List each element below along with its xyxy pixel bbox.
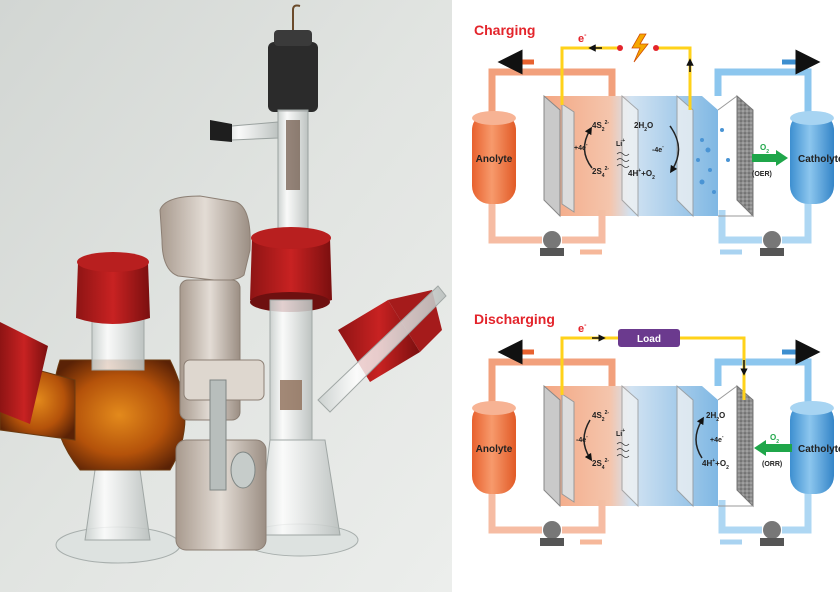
anolyte-pump — [540, 521, 564, 546]
cathode-reaction-arrow — [695, 416, 704, 459]
flow-cell — [543, 384, 754, 508]
ion-label: Li+ — [616, 138, 625, 148]
reference-electrode — [210, 4, 318, 231]
flow-battery-diagrams: Charging Anolyte Catholyte — [472, 22, 840, 546]
anolyte-pump — [540, 231, 564, 256]
flow-cell — [543, 94, 754, 218]
cell-clamp — [159, 195, 267, 551]
catholyte-pump — [760, 521, 784, 546]
cathode-electrons: +4e- — [710, 434, 724, 444]
load-label: Load — [637, 334, 661, 345]
anode-product: 2S42- — [592, 458, 609, 471]
anode-electrons: +4e- — [574, 142, 588, 152]
anode-electrons: -4e- — [576, 434, 588, 444]
anode-reactant: 4S22- — [592, 410, 609, 423]
discharging-title: Discharging — [474, 311, 555, 327]
cathode-reactant: 2H2O — [706, 411, 725, 423]
cathode-product: 4H++O2 — [628, 168, 655, 181]
anolyte-label: Anolyte — [476, 444, 513, 455]
charging-panel: Charging Anolyte Catholyte — [472, 22, 840, 256]
electron-label: e- — [578, 32, 587, 45]
anode-product: 2S42- — [592, 166, 609, 179]
oxygen-label: O2 — [760, 143, 769, 155]
cathode-reaction-arrow — [669, 125, 680, 174]
red-screw-cap — [76, 252, 150, 324]
red-screw-cap — [250, 227, 332, 312]
ion-label: Li+ — [616, 428, 625, 438]
catholyte-pump — [760, 231, 784, 256]
discharging-panel: Discharging Anolyte Catholyte — [472, 311, 840, 546]
catholyte-tank: Catholyte — [790, 401, 840, 494]
charging-title: Charging — [474, 22, 535, 38]
catholyte-label: Catholyte — [798, 154, 840, 165]
anolyte-tank: Anolyte — [472, 401, 516, 494]
electrochemical-cell-photo — [0, 0, 452, 592]
red-screw-cap — [0, 322, 48, 424]
anolyte-label: Anolyte — [476, 154, 513, 165]
cathode-product: 4H++O2 — [702, 458, 729, 471]
reaction-type-label: (OER) — [752, 171, 772, 178]
electron-label: e- — [578, 322, 587, 335]
catholyte-label: Catholyte — [798, 444, 840, 455]
anolyte-tank: Anolyte — [472, 111, 516, 204]
power-source-icon — [631, 33, 649, 63]
cathode-reactant: 2H2O — [634, 121, 653, 133]
oxygen-label: O2 — [770, 433, 779, 445]
load-box: Load — [618, 329, 680, 347]
catholyte-tank: Catholyte — [790, 111, 840, 204]
anode-reactant: 4S22- — [592, 120, 609, 133]
anode-reaction-arrow — [583, 419, 593, 462]
reaction-type-label: (ORR) — [762, 461, 782, 468]
cathode-electrons: -4e- — [652, 144, 664, 154]
anode-reaction-arrow — [583, 126, 593, 169]
